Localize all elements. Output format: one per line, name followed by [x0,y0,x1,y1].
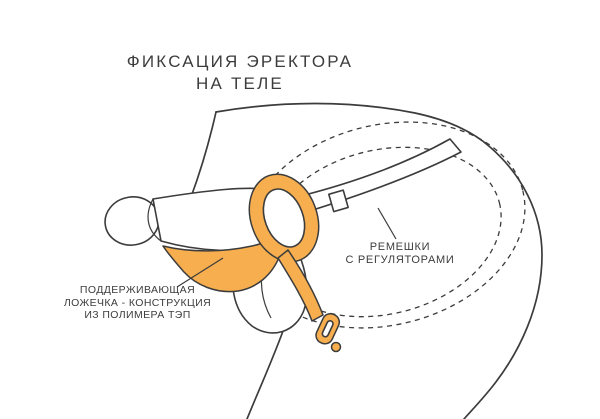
hip-strap [296,138,462,214]
groin-strap-buckle [315,312,341,345]
title-line-1: ФИКСАЦИЯ ЭРЕКТОРА [126,52,354,71]
body-outline-hip [215,102,543,419]
label-line: С РЕГУЛЯТОРАМИ [345,254,455,266]
label-straps: РЕМЕШКИ С РЕГУЛЯТОРАМИ [325,241,475,267]
label-line: ИЗ ПОЛИМЕРА ТЭП [84,309,191,321]
label-line: ПОДДЕРЖИВАЮЩАЯ [79,284,196,296]
pointer-line-straps [377,207,397,240]
label-line: ЛОЖЕЧКА - КОНСТРУКЦИЯ [63,296,212,309]
strap-dashed-inner [264,146,502,318]
strap-adjuster-buckle [327,189,349,213]
body-outline-abdomen [190,111,217,198]
title-line-2: НА ТЕЛЕ [196,74,284,93]
groin-strap [277,249,324,322]
label-support-spoon: ПОДДЕРЖИВАЮЩАЯ ЛОЖЕЧКА - КОНСТРУКЦИЯ ИЗ … [55,284,220,322]
strap-end-nub [330,341,342,353]
thigh-line [246,330,284,419]
glans-corona-line [147,198,162,242]
base-ring-hole [262,188,306,248]
label-line: РЕМЕШКИ [369,241,431,253]
diagram-title: ФИКСАЦИЯ ЭРЕКТОРА НА ТЕЛЕ [90,51,390,95]
pointer-line-spoon [176,257,224,288]
